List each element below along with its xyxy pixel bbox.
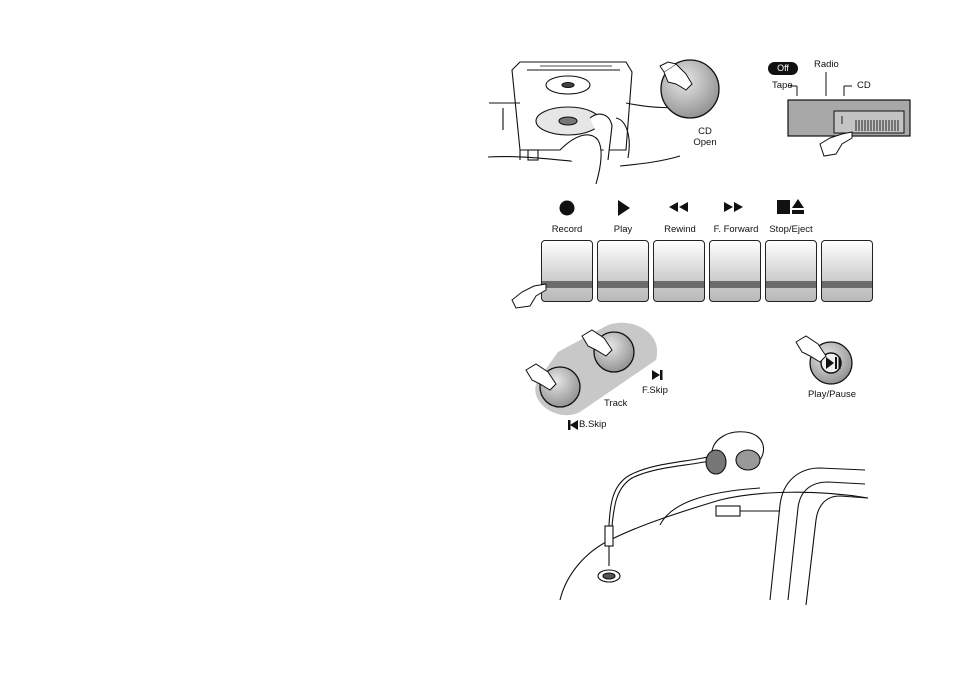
headphones-illustration: [0, 0, 954, 673]
